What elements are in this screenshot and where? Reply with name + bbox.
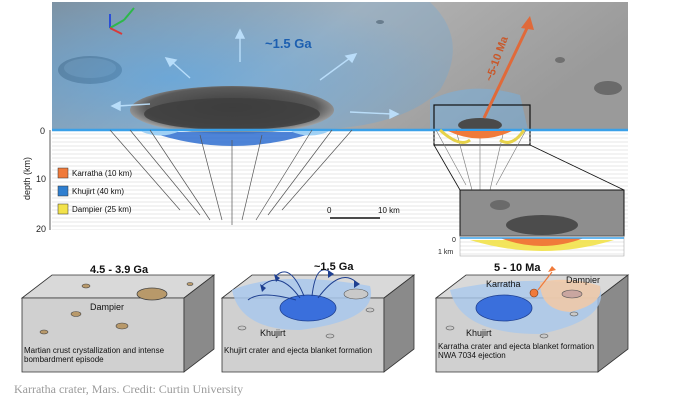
block-3-title: 5 - 10 Ma: [494, 262, 541, 274]
block-2-crater-label: Khujirt: [260, 328, 286, 338]
legend-swatch-dampier: [57, 203, 69, 215]
block-3-crater-label-khujirt: Khujirt: [466, 328, 492, 338]
legend-swatch-karratha: [57, 167, 69, 179]
block-1-title: 4.5 - 3.9 Ga: [90, 264, 149, 276]
scale-bar-label: 10 km: [378, 206, 400, 215]
legend: Karratha (10 km) Khujirt (40 km) Dampier…: [57, 167, 132, 215]
inset-tick-1km: 1 km: [438, 249, 453, 256]
depth-tick-10: 10: [36, 174, 46, 184]
legend-label-karratha: Karratha (10 km): [72, 169, 132, 178]
depth-tick-20: 20: [36, 224, 46, 234]
scale-bar: 0 10 km: [327, 206, 400, 219]
block-1-crater-label: Dampier: [90, 302, 124, 312]
inset-tick-0: 0: [452, 237, 456, 244]
credit-caption: Karratha crater, Mars. Credit: Curtin Un…: [14, 382, 244, 396]
block-2: ~1.5 Ga Khujirt Khujirt crater and eject…: [220, 261, 416, 373]
inset-panel: 0 1 km: [433, 144, 625, 257]
legend-label-khujirt: Khujirt (40 km): [72, 187, 124, 196]
scale-bar-zero: 0: [327, 206, 332, 215]
block-3-caption: Karratha crater and ejecta blanket forma…: [438, 342, 595, 360]
block-1-caption: Martian crust crystallization and intens…: [24, 346, 165, 364]
block-2-caption: Khujirt crater and ejecta blanket format…: [224, 346, 373, 355]
block-3-crater-label-karratha: Karratha: [486, 279, 521, 289]
legend-label-dampier: Dampier (25 km): [72, 205, 132, 214]
block-2-title: ~1.5 Ga: [314, 261, 354, 273]
diagram-svg: ~1.5 Ga ~5-10 Ma depth (km) 0 10 20 Karr…: [20, 2, 630, 373]
block-3-crater-label-dampier: Dampier: [566, 275, 600, 285]
depth-axis-label: depth (km): [22, 157, 32, 200]
surface-image: [52, 2, 628, 146]
ejecta-arrows: [110, 28, 400, 120]
block-3: 5 - 10 Ma Karratha Dampier Khujirt Karra…: [434, 262, 630, 373]
age-label-khujirt: ~1.5 Ga: [265, 36, 312, 51]
karratha-arrow: [482, 16, 534, 119]
depth-tick-0: 0: [40, 126, 45, 136]
legend-swatch-khujirt: [57, 185, 69, 197]
block-1: 4.5 - 3.9 Ga Dampier Martian crust cryst…: [20, 264, 216, 373]
axis-icon: [109, 7, 135, 35]
depth-axis: depth (km) 0 10 20: [22, 126, 51, 234]
